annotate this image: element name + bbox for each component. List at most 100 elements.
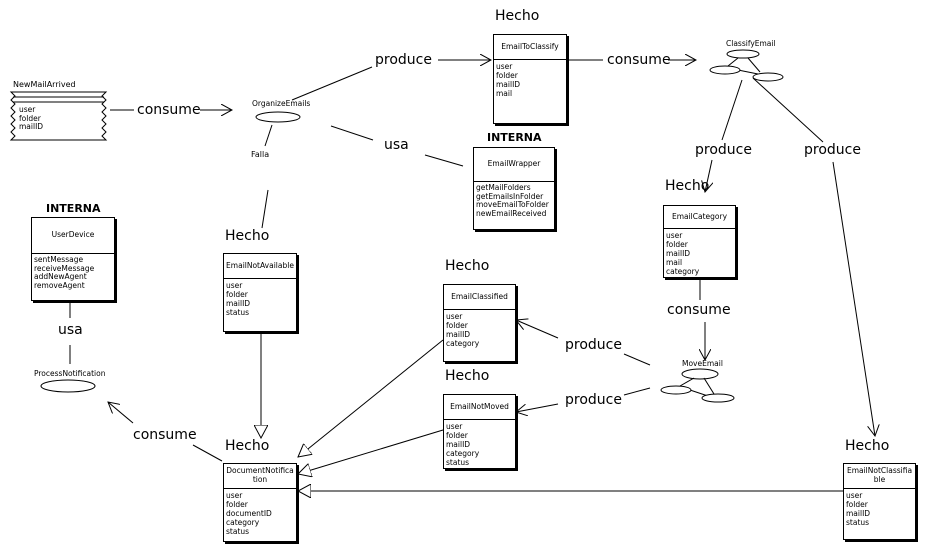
class-attr: moveEmailToFolder (476, 200, 549, 209)
event-newmail-name: NewMailArrived (13, 80, 76, 89)
class-attrs: sentMessage receiveMessage addNewAgent r… (32, 254, 114, 292)
stereotype-hecho-notmoved: Hecho (445, 368, 490, 384)
class-attr: folder (666, 240, 688, 249)
usecase-move-oval-right (701, 393, 735, 403)
class-attr: user (226, 491, 243, 500)
class-attr: mailID (446, 330, 471, 339)
class-attr: addNewAgent (34, 272, 87, 281)
class-name: EmailToClassify (494, 35, 566, 60)
class-attr: user (496, 62, 513, 71)
class-attr: status (446, 458, 470, 467)
usecase-process-label: ProcessNotification (34, 369, 106, 378)
usecase-move-label: MoveEmail (682, 359, 723, 368)
usecase-organize-label: OrganizeEmails (252, 99, 311, 108)
class-attr: mailID (846, 509, 871, 518)
usecase-classify-oval-right (752, 72, 784, 82)
label-produce-notmoved: produce (565, 392, 622, 408)
class-attr: folder (846, 500, 868, 509)
stereotype-interna-wrapper: INTERNA (487, 131, 542, 144)
usecase-move-link-3 (689, 389, 709, 397)
class-attr: mailID (226, 299, 251, 308)
usecase-organize-oval (255, 111, 301, 123)
edge-move-produce-notmoved-1 (623, 387, 651, 396)
edge-classify-produce-notclass-2 (832, 161, 875, 436)
class-attrs: user folder documentID category status (224, 489, 296, 538)
event-newmail-attr: user (19, 105, 36, 114)
edge-organize-produce-1 (291, 66, 373, 101)
stereotype-hecho-docnotif: Hecho (225, 438, 270, 454)
class-name: EmailNotClassifiable (844, 464, 915, 489)
class-name: UserDevice (32, 218, 114, 254)
usecase-classify-link-2 (747, 57, 761, 73)
usecase-move-link-1 (679, 377, 695, 387)
stereotype-hecho-category: Hecho (665, 178, 710, 194)
class-attr: user (446, 312, 463, 321)
usecase-process-oval (40, 379, 96, 393)
class-attr: folder (446, 431, 468, 440)
edge-organize-falla-1 (264, 124, 273, 147)
label-usa-userdevice: usa (58, 322, 83, 338)
class-attr: user (846, 491, 863, 500)
stereotype-hecho-notclassifiable: Hecho (845, 438, 890, 454)
class-attrs: user folder mailID category (444, 310, 515, 350)
class-document-notification: DocumentNotification user folder documen… (223, 463, 297, 542)
usecase-classify-oval-top (726, 49, 760, 59)
label-produce-notclassifiable: produce (804, 142, 861, 158)
class-attrs: user folder mailID mail (494, 60, 566, 100)
event-newmail-attr: mailID (19, 122, 44, 131)
class-attr: getMailFolders (476, 183, 531, 192)
stereotype-interna-userdevice: INTERNA (46, 202, 101, 215)
class-attr: category (666, 267, 700, 276)
class-attr: category (446, 339, 480, 348)
event-newmail-attr: folder (19, 113, 41, 123)
class-email-not-classifiable: EmailNotClassifiable user folder mailID … (843, 463, 916, 540)
event-newmail-shape (9, 91, 108, 141)
label-consume-docnotif: consume (133, 427, 197, 443)
class-attr: folder (226, 500, 248, 509)
class-attr: getEmailsInFolder (476, 191, 544, 201)
edge-classify-produce-notclass-1 (752, 77, 824, 143)
edge-notmoved-inherit (298, 429, 444, 474)
event-newmail-attrs: user folder mailID (19, 105, 44, 132)
class-name: EmailClassified (444, 285, 515, 310)
class-attrs: user folder mailID category status (444, 420, 515, 469)
class-name: EmailNotAvailable (224, 254, 296, 279)
usecase-classify-link-3 (737, 69, 759, 75)
label-consume-newmail: consume (137, 102, 201, 118)
class-name: EmailCategory (664, 206, 735, 229)
edge-classified-inherit (298, 339, 444, 457)
stereotype-hecho-toclassify: Hecho (495, 8, 540, 24)
class-attr: user (446, 422, 463, 431)
class-attrs: user folder mailID status (224, 279, 296, 319)
edge-move-produce-notmoved-2 (516, 403, 559, 412)
edge-move-produce-classified-2 (516, 320, 559, 339)
class-attr: sentMessage (34, 255, 84, 264)
label-produce-category: produce (695, 142, 752, 158)
class-attrs: user folder mailID mail category (664, 229, 735, 278)
edge-classify-produce-cat-2 (705, 159, 712, 192)
label-consume-category: consume (667, 302, 731, 318)
class-attrs: getMailFolders getEmailsInFolder moveEma… (474, 182, 554, 220)
class-email-not-moved: EmailNotMoved user folder mailID categor… (443, 394, 516, 469)
edge-classify-produce-cat-1 (721, 79, 743, 141)
class-attrs: user folder mailID status (844, 489, 915, 529)
edge-move-produce-classified-1 (623, 353, 651, 366)
label-produce-organize: produce (375, 52, 432, 68)
usecase-classify-label: ClassifyEmail (726, 39, 776, 48)
usecase-classify-oval-left (709, 65, 741, 75)
class-user-device: UserDevice sentMessage receiveMessage ad… (31, 217, 115, 301)
class-attr: mailID (666, 249, 691, 258)
class-attr: newEmailReceived (476, 208, 547, 218)
class-attr: user (226, 281, 243, 290)
usecase-move-link-2 (703, 377, 715, 395)
label-usa-organize: usa (384, 137, 409, 153)
class-name: DocumentNotification (224, 464, 296, 489)
class-attr: documentID (226, 509, 272, 518)
class-attr: user (666, 231, 683, 240)
edge-organize-usa-1 (330, 125, 374, 141)
class-attr: folder (446, 321, 468, 330)
label-falla: Falla (251, 150, 270, 159)
edge-organize-usa-2 (424, 154, 464, 167)
stereotype-hecho-notavailable: Hecho (225, 228, 270, 244)
class-attr: mailID (446, 440, 471, 449)
